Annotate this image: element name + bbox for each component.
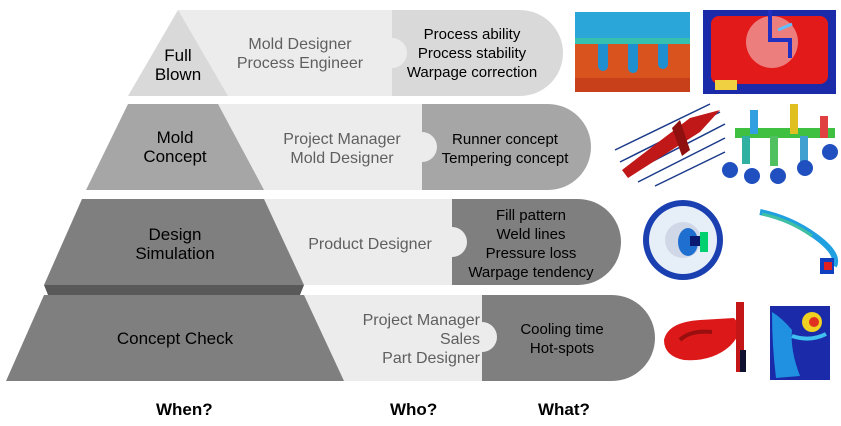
what-list-full-blown: Process ability Process stability Warpag… bbox=[397, 25, 547, 82]
what-item: Pressure loss bbox=[485, 245, 577, 262]
what-item: Process stability bbox=[417, 45, 527, 62]
header-what: What? bbox=[538, 400, 590, 419]
what-item: Warpage correction bbox=[406, 64, 538, 81]
who-panel-1 bbox=[178, 10, 407, 96]
level-mold-concept bbox=[86, 104, 591, 190]
header-who: Who? bbox=[390, 400, 438, 419]
what-pill-4 bbox=[482, 295, 655, 381]
thermal-section-image bbox=[575, 12, 690, 92]
what-pill-3 bbox=[452, 199, 621, 285]
header-when: When? bbox=[156, 400, 213, 419]
who-item: Mold Designer bbox=[290, 150, 394, 167]
hotspot-profile-image bbox=[770, 306, 830, 380]
warpage-rail-image bbox=[759, 209, 839, 274]
who-item: Sales bbox=[439, 331, 480, 348]
pyramid-tier-3 bbox=[44, 199, 304, 285]
mold-warpage-image bbox=[703, 10, 836, 94]
fill-pattern-image bbox=[643, 200, 723, 280]
level-label-full-blown: Full Blown bbox=[154, 46, 202, 84]
what-item: Process ability bbox=[423, 26, 521, 43]
runner-system-image bbox=[722, 104, 838, 184]
what-pill-2 bbox=[422, 104, 591, 190]
what-item: Fill pattern bbox=[495, 207, 567, 224]
who-list-full-blown: Mold Designer Process Engineer bbox=[220, 35, 380, 73]
what-pill-1 bbox=[392, 10, 563, 96]
level-label-design-simulation: Design Simulation bbox=[135, 225, 215, 263]
who-item: Project Manager bbox=[283, 131, 401, 148]
pyramid-tier-3-base bbox=[44, 285, 304, 295]
who-item: Process Engineer bbox=[236, 55, 364, 72]
what-item: Weld lines bbox=[496, 226, 566, 243]
what-item: Cooling time bbox=[520, 321, 604, 338]
who-item: Product Designer bbox=[308, 236, 432, 253]
who-list-concept-check: Project Manager Sales Part Designer bbox=[320, 311, 480, 368]
what-item: Runner concept bbox=[452, 131, 558, 148]
level-concept-check bbox=[6, 295, 655, 381]
what-list-concept-check: Cooling time Hot-spots bbox=[487, 320, 637, 358]
runner-render-image bbox=[614, 103, 726, 187]
level-design-simulation bbox=[44, 199, 621, 295]
cooling-part-image bbox=[664, 302, 746, 372]
level-label-mold-concept: Mold Concept bbox=[143, 128, 207, 166]
level-label-concept-check: Concept Check bbox=[116, 329, 234, 348]
pyramid-tier-1 bbox=[128, 10, 228, 96]
who-item: Part Designer bbox=[382, 350, 480, 367]
what-item: Tempering concept bbox=[441, 150, 569, 167]
who-item: Project Manager bbox=[362, 312, 480, 329]
what-item: Hot-spots bbox=[529, 340, 595, 357]
what-item: Warpage tendency bbox=[468, 264, 594, 281]
pyramid-tier-2 bbox=[86, 104, 264, 190]
who-list-mold-concept: Project Manager Mold Designer bbox=[262, 130, 422, 168]
what-list-mold-concept: Runner concept Tempering concept bbox=[430, 130, 580, 168]
pyramid-tier-4 bbox=[6, 295, 344, 381]
what-list-design-simulation: Fill pattern Weld lines Pressure loss Wa… bbox=[456, 206, 606, 282]
who-list-design-simulation: Product Designer bbox=[290, 235, 450, 254]
who-item: Mold Designer bbox=[248, 36, 352, 53]
level-full-blown bbox=[128, 10, 563, 96]
